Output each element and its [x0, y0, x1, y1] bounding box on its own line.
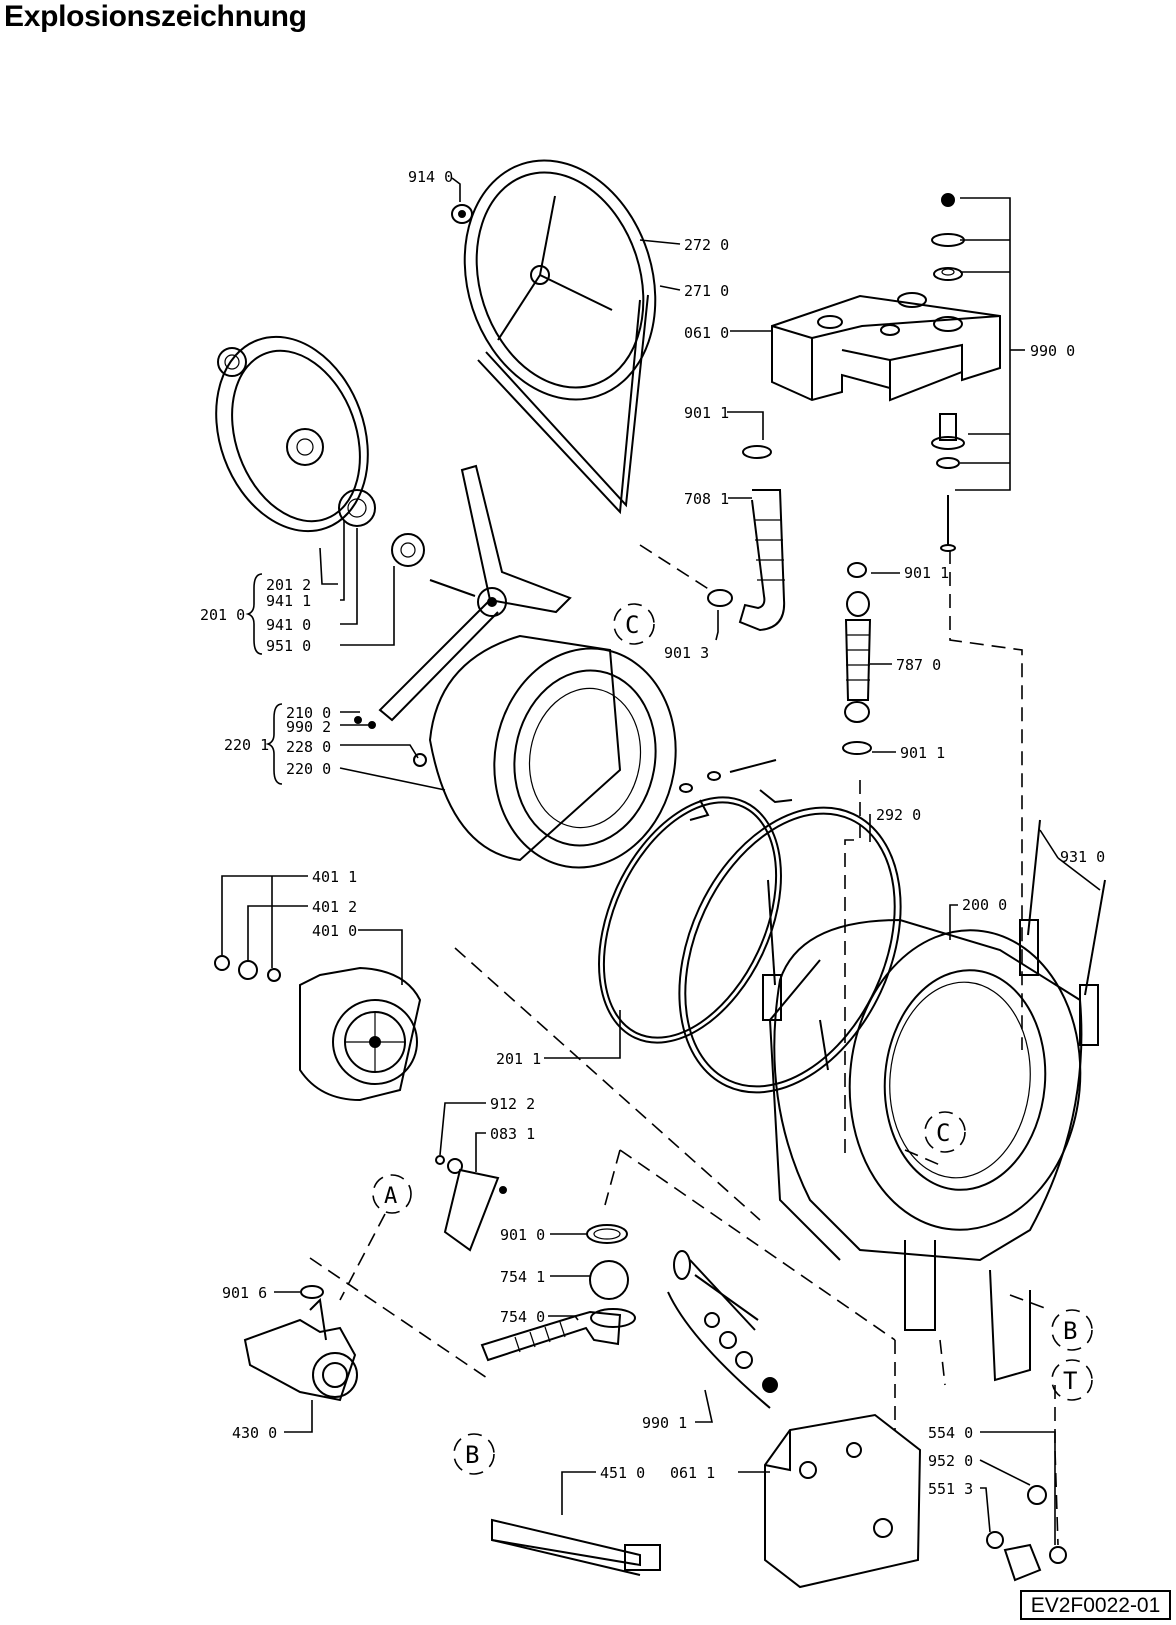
- clip-901-6: [300, 1285, 324, 1299]
- svg-text:C: C: [936, 1119, 950, 1147]
- label-901-3: 901 3: [664, 644, 709, 662]
- drive-belt: [477, 294, 649, 515]
- label-401-1: 401 1: [312, 868, 357, 886]
- label-901-6: 901 6: [222, 1284, 267, 1302]
- tub-ring-292-0: [678, 789, 902, 1094]
- page-title: Explosionszeichnung: [4, 0, 307, 33]
- svg-text:C: C: [625, 611, 639, 639]
- label-901-1-b: 901 1: [904, 564, 949, 582]
- svg-text:B: B: [465, 1441, 479, 1469]
- routing-lines: [309, 544, 1059, 1546]
- filter-754-1: [589, 1260, 629, 1300]
- drain-pump: [243, 1297, 358, 1402]
- screw-912-2: [435, 1155, 463, 1174]
- label-201-2: 201 2: [266, 576, 311, 594]
- drawing-code-box: EV2F0022-01: [1020, 1590, 1171, 1620]
- label-914-0: 914 0: [408, 168, 453, 186]
- rear-flange: [215, 335, 425, 567]
- hose-754-0: [480, 1308, 636, 1362]
- callout-circle-c-mid: C: [924, 1111, 966, 1153]
- label-272-0: 272 0: [684, 236, 729, 254]
- bracket-083-1: [443, 1168, 507, 1252]
- tub: [768, 918, 1083, 1382]
- drum-spider: [378, 464, 572, 722]
- label-990-1: 990 1: [642, 1414, 687, 1432]
- label-083-1: 083 1: [490, 1125, 535, 1143]
- label-901-1-c: 901 1: [900, 744, 945, 762]
- tub-ring-201-1: [598, 796, 782, 1044]
- hose-clamp-901-1: [742, 445, 772, 459]
- drum: [354, 634, 677, 869]
- label-228-0: 228 0: [286, 738, 331, 756]
- clamp-901-0: [586, 1224, 628, 1244]
- callout-circle-b-bottom: B: [453, 1433, 495, 1475]
- callout-circle-c-top: C: [613, 603, 655, 645]
- label-990-2: 990 2: [286, 718, 331, 736]
- motor: [214, 955, 422, 1102]
- label-061-1: 061 1: [670, 1464, 715, 1482]
- label-292-0: 292 0: [876, 806, 921, 824]
- label-430-0: 430 0: [232, 1424, 277, 1442]
- counterweight-front: [764, 1413, 922, 1589]
- label-201-1: 201 1: [496, 1050, 541, 1068]
- drum-pulley: [463, 159, 657, 401]
- label-754-1: 754 1: [500, 1268, 545, 1286]
- label-210-0: 210 0: [286, 704, 331, 722]
- label-941-0: 941 0: [266, 616, 311, 634]
- label-220-1: 220 1: [224, 736, 269, 754]
- label-551-3: 551 3: [928, 1480, 973, 1498]
- counterweight-top: [771, 292, 1001, 402]
- tub-springs: [762, 819, 1106, 1071]
- label-271-0: 271 0: [684, 282, 729, 300]
- label-754-0: 754 0: [500, 1308, 545, 1326]
- label-401-2: 401 2: [312, 898, 357, 916]
- callout-circle-a: A: [372, 1174, 412, 1214]
- brace-201: [245, 573, 263, 655]
- label-901-1-a: 901 1: [684, 404, 729, 422]
- leader-lines: [221, 177, 1101, 1545]
- damper-787: [842, 562, 872, 755]
- label-952-0: 952 0: [928, 1452, 973, 1470]
- label-931-0: 931 0: [1060, 848, 1105, 866]
- label-401-0: 401 0: [312, 922, 357, 940]
- label-912-2: 912 2: [490, 1095, 535, 1113]
- label-941-1: 941 1: [266, 592, 311, 610]
- brace-220: [265, 703, 283, 785]
- svg-text:B: B: [1063, 1317, 1077, 1345]
- kit-990-1: [667, 1250, 778, 1409]
- heater-451-0: [491, 1518, 661, 1576]
- hose-clamp-901-3: [707, 589, 733, 607]
- label-200-0: 200 0: [962, 896, 1007, 914]
- nut-914: [451, 204, 473, 224]
- drum-lifter-pins: [679, 759, 777, 793]
- callout-circle-b-right: B: [1051, 1309, 1093, 1351]
- label-201-0: 201 0: [200, 606, 245, 624]
- svg-text:T: T: [1063, 1367, 1077, 1395]
- label-901-0: 901 0: [500, 1226, 545, 1244]
- label-451-0: 451 0: [600, 1464, 645, 1482]
- small-parts-554-952-551: [986, 1485, 1067, 1582]
- label-990-0: 990 0: [1030, 342, 1075, 360]
- label-951-0: 951 0: [266, 637, 311, 655]
- counterweight-fixing-kit: [931, 193, 965, 552]
- label-554-0: 554 0: [928, 1424, 973, 1442]
- hose-708: [738, 489, 786, 632]
- svg-text:A: A: [384, 1184, 397, 1209]
- label-708-1: 708 1: [684, 490, 729, 508]
- callout-circle-t: T: [1051, 1359, 1093, 1401]
- label-220-0: 220 0: [286, 760, 331, 778]
- label-787-0: 787 0: [896, 656, 941, 674]
- label-061-0: 061 0: [684, 324, 729, 342]
